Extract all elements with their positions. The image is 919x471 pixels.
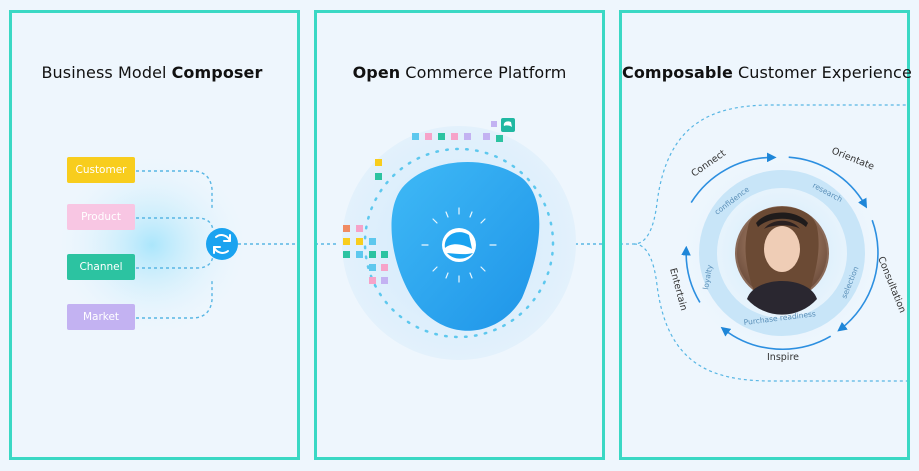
inner-stage-ring [699, 170, 865, 336]
feature-squares [343, 121, 503, 284]
stage-loyalty: loyalty [701, 263, 714, 290]
label-inspire: Inspire [767, 352, 799, 363]
sync-icon [213, 234, 231, 254]
composer-item-customer: Customer [67, 157, 135, 183]
composer-item-channel: Channel [67, 254, 135, 280]
composer-diagram [52, 150, 297, 340]
small-shopware-badge-icon [501, 118, 515, 132]
sync-hub [206, 228, 238, 260]
platform-diagram [317, 118, 602, 360]
composer-item-market: Market [67, 304, 135, 330]
logo-rays [421, 207, 497, 283]
cx-diagram: Connect Orientate Consultation Inspire E… [622, 104, 907, 382]
composer-item-product: Product [67, 204, 135, 230]
journey-arrows [681, 152, 879, 351]
shopware-logo-icon [442, 228, 476, 262]
customer-avatar [735, 206, 829, 315]
